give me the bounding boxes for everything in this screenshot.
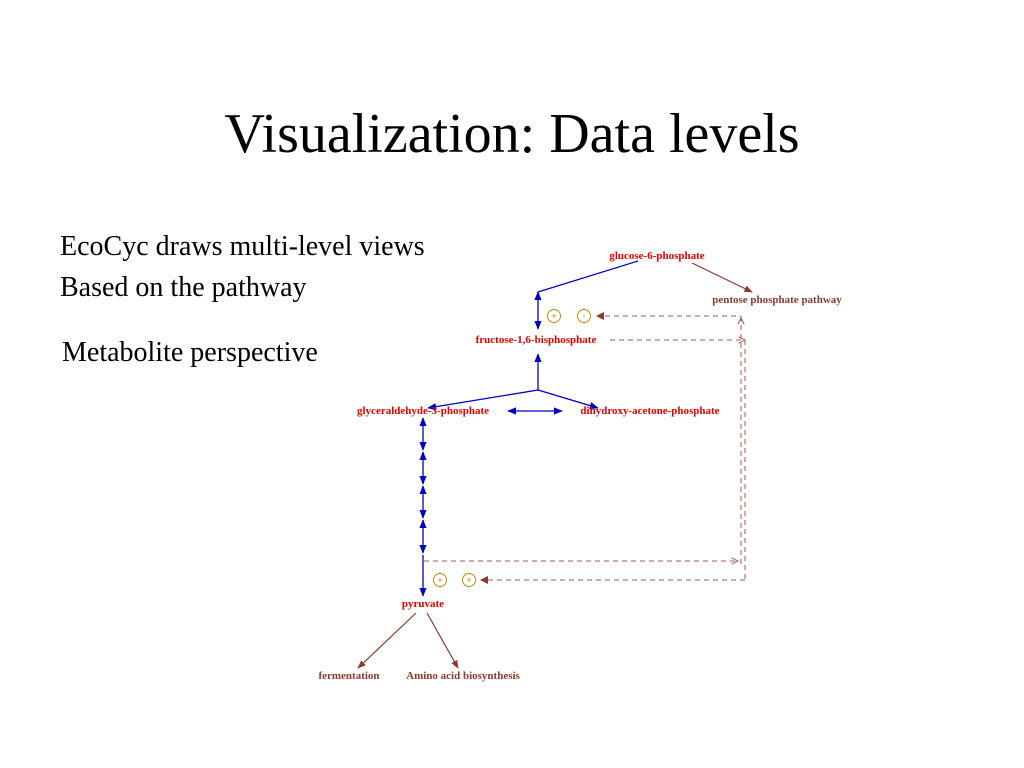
label-fructose-bisphosphate: fructose-1,6-bisphosphate: [476, 334, 597, 346]
activator-circle-lower-2: [462, 573, 476, 587]
activator-circle-lower-1: [433, 573, 447, 587]
bullet-multi-level-views: EcoCyc draws multi-level views: [60, 231, 425, 262]
pathway-link-arrows: [357, 262, 753, 669]
label-pyruvate: pyruvate: [402, 598, 444, 610]
arrow-aldolase-to-g3p: [427, 389, 539, 411]
activator-circle-upper: [547, 309, 561, 323]
label-dihydroxy-acetone-phosphate: dihydroxy-acetone-phosphate: [580, 405, 719, 417]
arrow-to-fermentation: [357, 612, 417, 669]
slide-title: Visualization: Data levels: [224, 103, 800, 165]
arrow-aldolase-to-dhap: [537, 389, 599, 410]
label-glyceraldehyde-3-phosphate: glyceraldehyde-3-phosphate: [357, 405, 489, 417]
label-pentose-phosphate-pathway: pentose phosphate pathway: [712, 294, 842, 306]
activator-symbol-lower-1: +: [437, 575, 442, 585]
regulation-markers: [480, 312, 604, 584]
bullet-based-on-pathway: Based on the pathway: [60, 272, 307, 303]
activator-symbol-lower-2: +: [466, 575, 471, 585]
label-fermentation: fermentation: [318, 670, 379, 682]
feedback-dashed-lines: [424, 315, 745, 581]
reaction-arrows: [419, 260, 639, 597]
regulation-circles: + - + +: [433, 309, 591, 587]
arrow-to-pentose-phosphate: [691, 262, 753, 293]
inhibitor-symbol-upper: -: [583, 311, 586, 321]
inhibition-arrowhead-upper: [596, 312, 604, 320]
bullet-metabolite-perspective: Metabolite perspective: [62, 337, 318, 368]
activator-symbol-upper: +: [551, 311, 556, 321]
arrow-to-amino-acid-biosynthesis: [426, 612, 459, 669]
arrow-g6p-to-f16bp-upper: [537, 260, 639, 293]
label-amino-acid-biosynthesis: Amino acid biosynthesis: [406, 670, 520, 682]
activation-arrowhead-lower: [480, 576, 488, 584]
inhibitor-circle-upper: [577, 309, 591, 323]
label-glucose-6-phosphate: glucose-6-phosphate: [609, 250, 704, 262]
